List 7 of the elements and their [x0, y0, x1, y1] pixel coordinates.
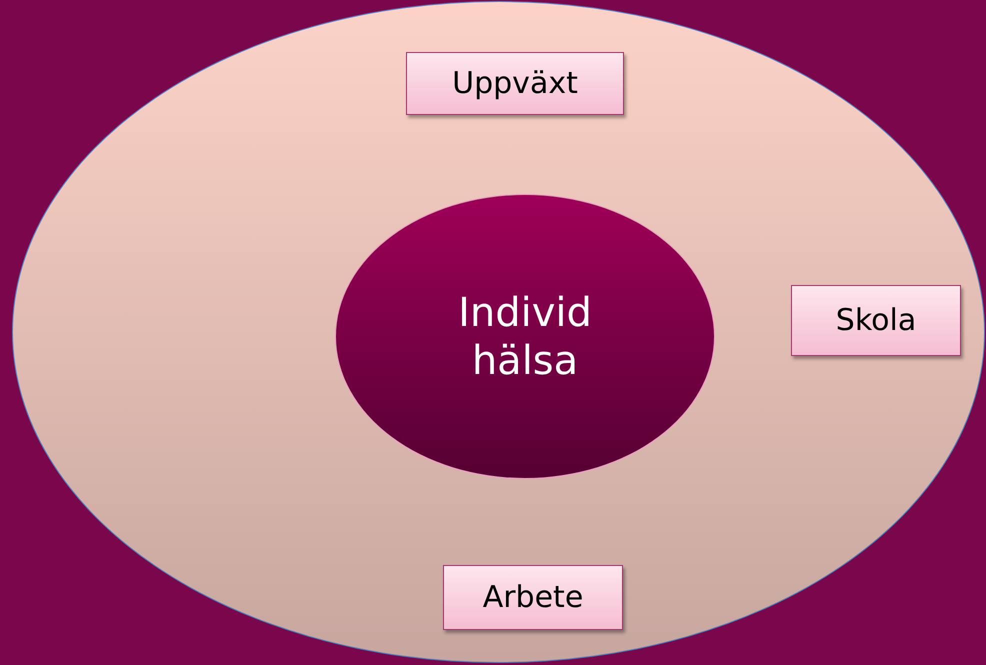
node-text: Skola	[836, 302, 916, 340]
label-box	[791, 285, 961, 356]
node-text: Arbete	[482, 579, 584, 617]
label-box	[406, 52, 624, 115]
label-box	[443, 565, 623, 630]
node-text: Uppväxt	[452, 65, 578, 103]
node-text: Individ hälsa	[457, 288, 593, 384]
